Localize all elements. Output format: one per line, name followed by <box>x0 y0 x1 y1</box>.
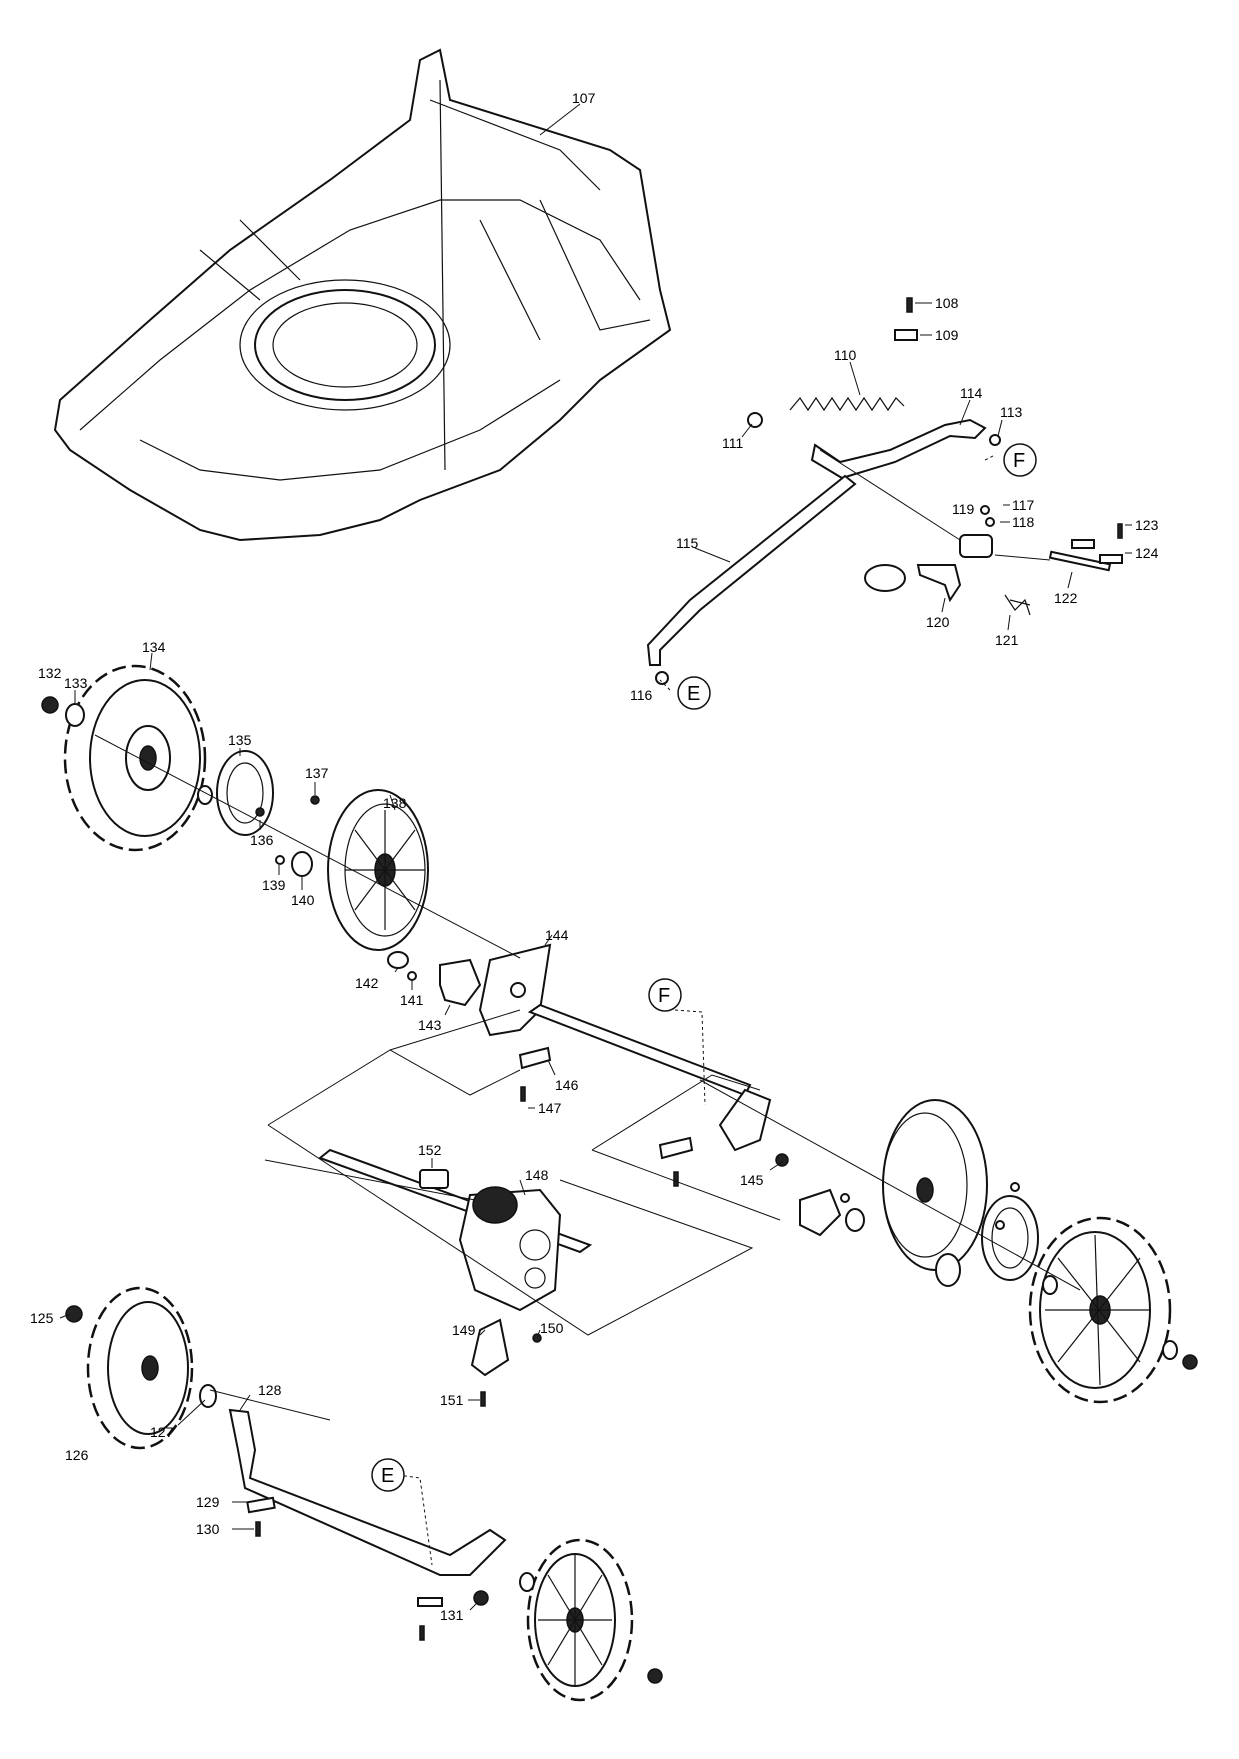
spring-121 <box>1004 594 1031 616</box>
label-132: 132 <box>38 665 62 681</box>
label-119: 119 <box>952 501 975 517</box>
label-151: 151 <box>440 1392 464 1408</box>
label-126: 126 <box>65 1447 89 1463</box>
mower-deck-107 <box>53 48 672 542</box>
label-128: 128 <box>258 1382 282 1398</box>
svg-text:F: F <box>1013 450 1025 472</box>
label-137: 137 <box>305 765 329 781</box>
label-129: 129 <box>196 1494 220 1510</box>
label-111: 111 <box>722 435 743 451</box>
hubcap-right <box>882 1099 988 1271</box>
label-113: 113 <box>1000 404 1023 420</box>
gear-ring-135 <box>216 750 274 836</box>
label-149: 149 <box>452 1322 476 1338</box>
small-parts-upper <box>655 297 1123 685</box>
clip-146 <box>518 1046 552 1102</box>
label-147: 147 <box>538 1100 562 1116</box>
label-124: 124 <box>1135 545 1159 561</box>
label-110: 110 <box>834 347 857 363</box>
label-120: 120 <box>926 614 950 630</box>
svg-text:F: F <box>658 985 670 1007</box>
label-152: 152 <box>418 1142 442 1158</box>
label-148: 148 <box>525 1167 549 1183</box>
wheel-front-right <box>526 1538 634 1702</box>
svg-text:E: E <box>687 683 700 705</box>
assembly-lines <box>94 449 1081 1566</box>
rear-axle <box>527 1003 772 1152</box>
label-146: 146 <box>555 1077 579 1093</box>
label-144: 144 <box>545 927 569 943</box>
wheel-126 <box>86 1286 194 1450</box>
pin-120 <box>916 564 962 603</box>
spring-110 <box>789 396 905 412</box>
label-122: 122 <box>1054 590 1078 606</box>
label-142: 142 <box>355 975 379 991</box>
label-134: 134 <box>142 639 166 655</box>
label-133: 133 <box>64 675 88 691</box>
callout-e-lower: E <box>371 1458 405 1492</box>
rod-115 <box>646 474 857 666</box>
label-139: 139 <box>262 877 286 893</box>
wheel-right <box>1028 1216 1172 1404</box>
label-109: 109 <box>935 327 959 343</box>
gear-ring-right <box>981 1195 1039 1281</box>
label-140: 140 <box>291 892 315 908</box>
drive-unit-148 <box>317 1148 593 1312</box>
callout-f-upper: F <box>1003 443 1037 477</box>
label-130: 130 <box>196 1521 220 1537</box>
label-114: 114 <box>960 385 983 401</box>
wheel-134 <box>63 664 207 852</box>
lever-114 <box>810 418 987 480</box>
front-axle-128 <box>228 1408 507 1576</box>
label-138: 138 <box>383 795 407 811</box>
rod-122 <box>1048 550 1112 572</box>
small-parts-right <box>658 1136 1198 1370</box>
label-127: 127 <box>150 1424 174 1440</box>
label-117: 117 <box>1012 497 1035 513</box>
label-107: 107 <box>572 90 596 106</box>
label-115: 115 <box>676 535 699 551</box>
label-108: 108 <box>935 295 959 311</box>
label-116: 116 <box>630 687 653 703</box>
label-150: 150 <box>540 1320 564 1336</box>
small-parts-front <box>65 1305 663 1684</box>
hubcap-138 <box>327 789 429 951</box>
label-145: 145 <box>740 1172 764 1188</box>
labels: 107 108 109 110 111 113 114 115 116 117 … <box>30 90 1159 1623</box>
bracket-144 <box>478 943 552 1037</box>
label-141: 141 <box>400 992 424 1008</box>
small-parts-left <box>41 696 482 1007</box>
label-118: 118 <box>1012 514 1035 530</box>
label-121: 121 <box>995 632 1019 648</box>
label-143: 143 <box>418 1017 442 1033</box>
bracket-119 <box>959 534 993 558</box>
callout-f-lower: F <box>648 978 682 1012</box>
label-125: 125 <box>30 1310 54 1326</box>
knob <box>864 564 906 592</box>
svg-text:E: E <box>381 1465 394 1487</box>
label-123: 123 <box>1135 517 1159 533</box>
callout-e-upper: E <box>677 676 711 710</box>
label-135: 135 <box>228 732 252 748</box>
label-136: 136 <box>250 832 274 848</box>
label-131: 131 <box>440 1607 464 1623</box>
